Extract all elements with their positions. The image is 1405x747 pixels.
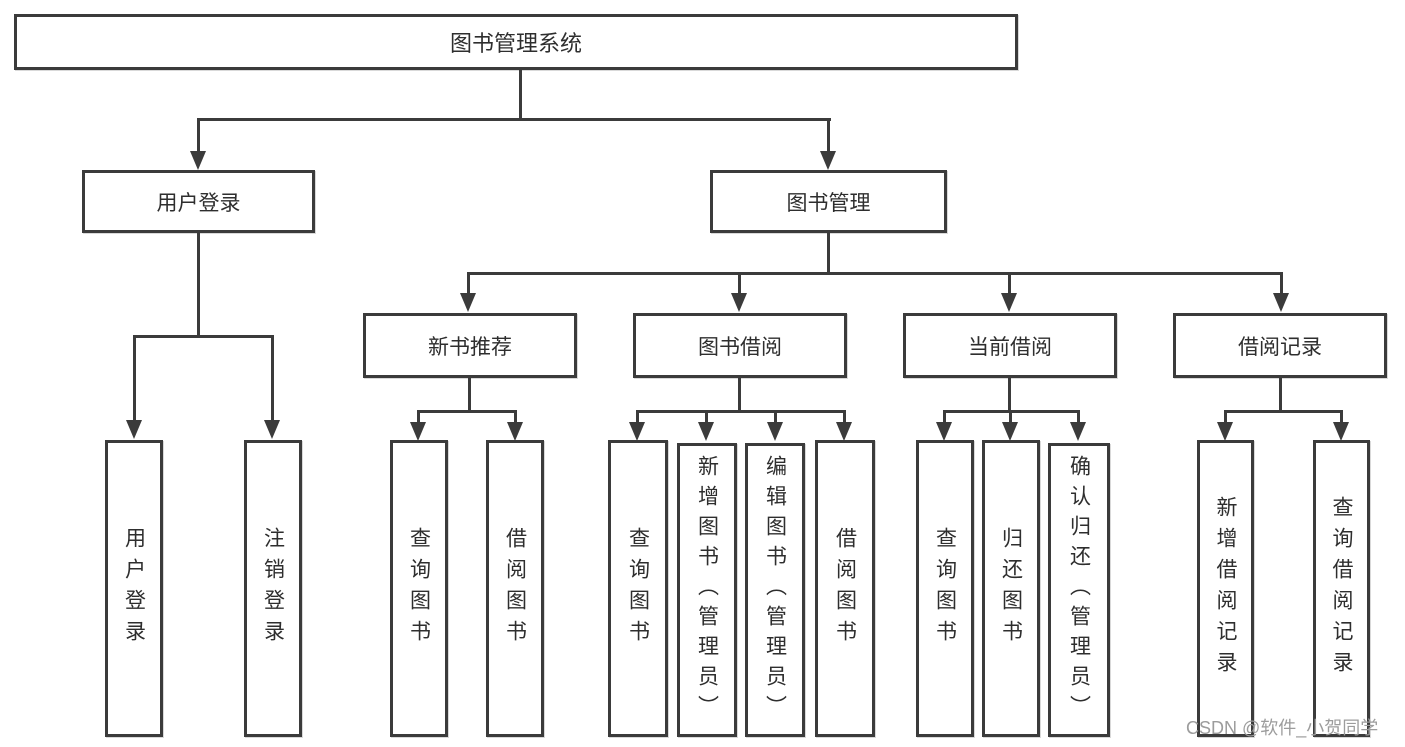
connector-vline — [636, 410, 639, 424]
arrow-down-icon — [731, 293, 747, 312]
node-book-borrow: 图书借阅 — [633, 313, 847, 378]
leaf-return-books: 归还图书 — [982, 440, 1040, 737]
arrow-down-icon — [820, 151, 836, 170]
arrow-down-icon — [264, 420, 280, 439]
node-label: 确认归还（管理员） — [1067, 455, 1091, 725]
leaf-borrow-books: 借阅图书 — [815, 440, 875, 737]
leaf-user-login: 用户登录 — [105, 440, 163, 737]
connector-hline — [133, 335, 274, 338]
connector-vline — [738, 378, 741, 410]
node-root: 图书管理系统 — [14, 14, 1018, 70]
arrow-down-icon — [460, 293, 476, 312]
arrow-down-icon — [1070, 422, 1086, 441]
node-label: 注销登录 — [261, 526, 285, 651]
connector-vline — [1077, 410, 1080, 424]
leaf-edit-books-admin: 编辑图书（管理员） — [745, 443, 805, 737]
connector-vline — [827, 118, 830, 154]
connector-vline — [519, 70, 522, 118]
arrow-down-icon — [190, 151, 206, 170]
leaf-query-books-recommend: 查询图书 — [390, 440, 448, 737]
connector-vline — [943, 410, 946, 424]
leaf-query-books-borrow: 查询图书 — [608, 440, 668, 737]
connector-vline — [1009, 410, 1012, 424]
node-label: 新书推荐 — [428, 335, 512, 359]
node-label: 新增图书（管理员） — [695, 455, 719, 725]
connector-vline — [514, 410, 517, 424]
connector-vline — [271, 335, 274, 422]
node-label: 新增借阅记录 — [1214, 495, 1237, 682]
connector-hline — [467, 272, 1283, 275]
arrow-down-icon — [1217, 422, 1233, 441]
node-label: 图书管理系统 — [449, 31, 582, 56]
node-label: 用户登录 — [122, 526, 146, 651]
arrow-down-icon — [1002, 422, 1018, 441]
node-label: 借阅图书 — [833, 526, 857, 651]
connector-vline — [705, 410, 708, 424]
connector-vline — [1340, 410, 1343, 424]
node-label: 归还图书 — [999, 526, 1023, 651]
leaf-add-borrow-record: 新增借阅记录 — [1197, 440, 1254, 737]
connector-hline — [417, 410, 517, 413]
node-current-borrow: 当前借阅 — [903, 313, 1117, 378]
arrow-down-icon — [507, 422, 523, 441]
arrow-down-icon — [936, 422, 952, 441]
arrow-down-icon — [698, 422, 714, 441]
leaf-borrow-books-recommend: 借阅图书 — [486, 440, 544, 737]
connector-vline — [467, 272, 470, 294]
arrow-down-icon — [767, 422, 783, 441]
arrow-down-icon — [629, 422, 645, 441]
connector-vline — [133, 335, 136, 422]
connector-vline — [827, 233, 830, 272]
connector-vline — [1008, 378, 1011, 410]
node-label: 查询图书 — [626, 526, 650, 651]
node-label: 图书管理 — [786, 191, 871, 215]
connector-hline — [197, 118, 831, 121]
connector-vline — [774, 410, 777, 424]
connector-vline — [1008, 272, 1011, 294]
node-book-management: 图书管理 — [710, 170, 947, 233]
node-label: 用户登录 — [156, 191, 241, 215]
leaf-confirm-return-admin: 确认归还（管理员） — [1048, 443, 1110, 737]
node-new-book-recommend: 新书推荐 — [363, 313, 577, 378]
node-label: 查询借阅记录 — [1330, 495, 1353, 682]
node-label: 编辑图书（管理员） — [763, 455, 787, 725]
node-label: 借阅记录 — [1238, 335, 1322, 359]
arrow-down-icon — [126, 420, 142, 439]
node-label: 图书借阅 — [698, 335, 782, 359]
connector-vline — [738, 272, 741, 294]
arrow-down-icon — [836, 422, 852, 441]
connector-vline — [197, 118, 200, 154]
connector-vline — [1224, 410, 1227, 424]
arrow-down-icon — [410, 422, 426, 441]
connector-vline — [197, 233, 200, 335]
node-borrow-records: 借阅记录 — [1173, 313, 1387, 378]
leaf-logout: 注销登录 — [244, 440, 302, 737]
connector-hline — [1224, 410, 1343, 413]
connector-vline — [1280, 272, 1283, 294]
leaf-add-books-admin: 新增图书（管理员） — [677, 443, 737, 737]
leaf-query-books-current: 查询图书 — [916, 440, 974, 737]
node-label: 查询图书 — [933, 526, 957, 651]
csdn-watermark: CSDN @软件_小贺同学 — [1186, 718, 1379, 738]
arrow-down-icon — [1273, 293, 1289, 312]
leaf-query-borrow-record: 查询借阅记录 — [1313, 440, 1370, 737]
connector-vline — [843, 410, 846, 424]
node-label: 当前借阅 — [968, 335, 1052, 359]
connector-vline — [417, 410, 420, 424]
connector-hline — [636, 410, 846, 413]
node-label: 查询图书 — [407, 526, 431, 651]
arrow-down-icon — [1001, 293, 1017, 312]
node-label: 借阅图书 — [503, 526, 527, 651]
connector-vline — [468, 378, 471, 410]
arrow-down-icon — [1333, 422, 1349, 441]
node-user-login: 用户登录 — [82, 170, 315, 233]
connector-vline — [1279, 378, 1282, 410]
